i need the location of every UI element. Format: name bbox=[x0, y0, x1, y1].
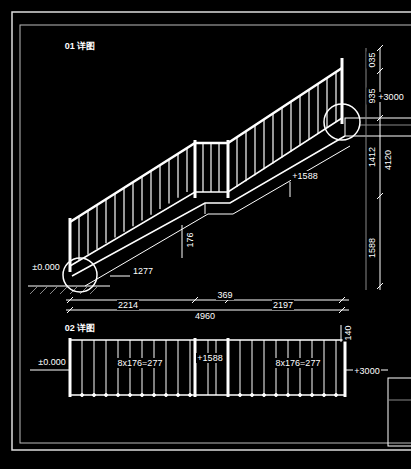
view-title: 01 详图 bbox=[64, 41, 97, 51]
dimension-label: 369 bbox=[216, 290, 233, 300]
title-block-line bbox=[388, 400, 411, 401]
dimension-label: +3000 bbox=[377, 92, 404, 102]
dim-line bbox=[66, 300, 349, 301]
dim-line bbox=[341, 325, 342, 342]
plan-posts bbox=[70, 338, 345, 397]
dimension-label: 176 bbox=[185, 231, 195, 248]
dimension-label: 935 bbox=[367, 87, 377, 104]
stair-slab-top bbox=[72, 136, 345, 276]
dimension-label: +3000 bbox=[353, 366, 380, 376]
slab-line bbox=[360, 125, 411, 126]
dimension-label: ±0.000 bbox=[31, 262, 60, 272]
dim-line bbox=[380, 48, 381, 290]
dimension-label: 140 bbox=[343, 324, 353, 341]
stair-slab-bottom bbox=[85, 146, 350, 286]
dimension-label: 2197 bbox=[272, 300, 294, 310]
view-title: 02 详图 bbox=[64, 323, 97, 333]
plan-line bbox=[30, 370, 70, 371]
detail-circle bbox=[63, 258, 97, 292]
dim-ticks bbox=[67, 225, 345, 313]
dimension-label: 1277 bbox=[132, 266, 154, 276]
detail-circle bbox=[324, 104, 360, 140]
dimension-label: +1588 bbox=[291, 171, 318, 181]
dimension-label: 035 bbox=[367, 51, 377, 68]
sheet-border bbox=[12, 12, 411, 450]
dimension-label: 4120 bbox=[383, 149, 393, 171]
dimension-label: 4960 bbox=[194, 311, 216, 321]
dimension-label: ±0.000 bbox=[37, 357, 66, 367]
dimension-label: +1588 bbox=[196, 353, 223, 363]
plan-balusters bbox=[81, 340, 338, 397]
inner-border bbox=[20, 25, 411, 443]
landing-edge bbox=[205, 203, 206, 214]
level-mark bbox=[290, 182, 291, 197]
dimension-label: 2214 bbox=[117, 300, 139, 310]
dimension-label: 1412 bbox=[367, 146, 377, 168]
plan-outline bbox=[70, 340, 345, 395]
dimension-label: 8x176=277 bbox=[117, 358, 164, 368]
dimension-label: 8x176=277 bbox=[275, 358, 322, 368]
bottom-rail bbox=[70, 118, 342, 266]
posts bbox=[70, 58, 342, 272]
balusters bbox=[79, 72, 336, 260]
dimension-label: 1588 bbox=[367, 237, 377, 259]
title-block bbox=[388, 378, 411, 446]
